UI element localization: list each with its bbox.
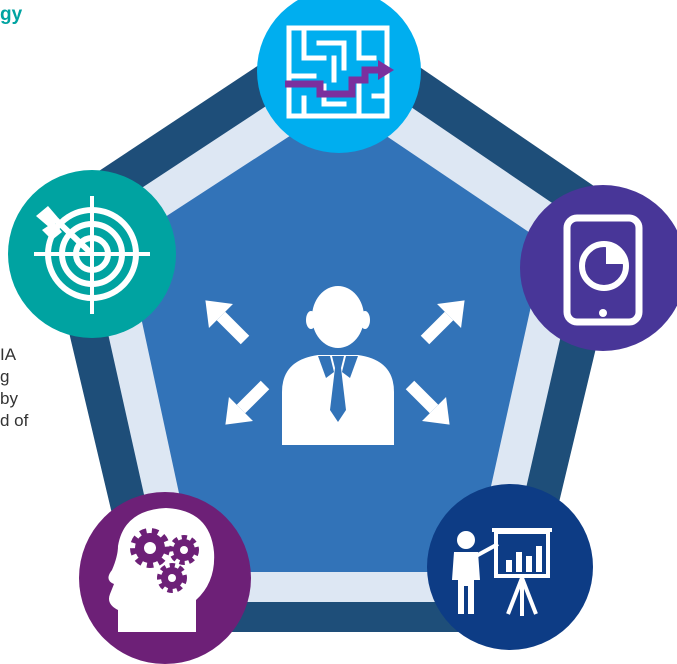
person-head xyxy=(312,286,364,348)
side-text-line: d of xyxy=(0,411,29,430)
node-bottom-right xyxy=(427,484,593,650)
maze-path-arrow xyxy=(285,66,380,98)
side-text-line: IA xyxy=(0,345,17,364)
person-tie xyxy=(330,356,346,422)
arrow-fletching xyxy=(36,206,62,240)
presenter-chart-icon xyxy=(452,528,552,616)
arrow-up-left xyxy=(205,300,250,345)
side-text-line: by xyxy=(0,389,18,408)
node-top xyxy=(257,0,421,153)
arrow-down-left xyxy=(225,380,270,425)
person-lapel xyxy=(318,356,334,378)
tablet-pie-chart-icon xyxy=(563,214,643,326)
arrow-down-right xyxy=(405,380,450,425)
node-right xyxy=(520,185,677,351)
heading-fragment: gy xyxy=(0,4,23,25)
person-arrows-icon xyxy=(205,286,465,445)
side-text: IA g by d of xyxy=(0,344,28,432)
person-lapel xyxy=(342,356,358,378)
person-ear xyxy=(306,311,316,329)
gear-icon xyxy=(130,528,199,593)
person-ear xyxy=(360,311,370,329)
target-icon xyxy=(34,196,150,314)
maze-path-arrowhead xyxy=(378,60,394,80)
node-bottom-left xyxy=(79,492,251,664)
node-left xyxy=(8,170,176,338)
side-text-line: g xyxy=(0,367,10,386)
arrow-up-right xyxy=(420,300,465,345)
